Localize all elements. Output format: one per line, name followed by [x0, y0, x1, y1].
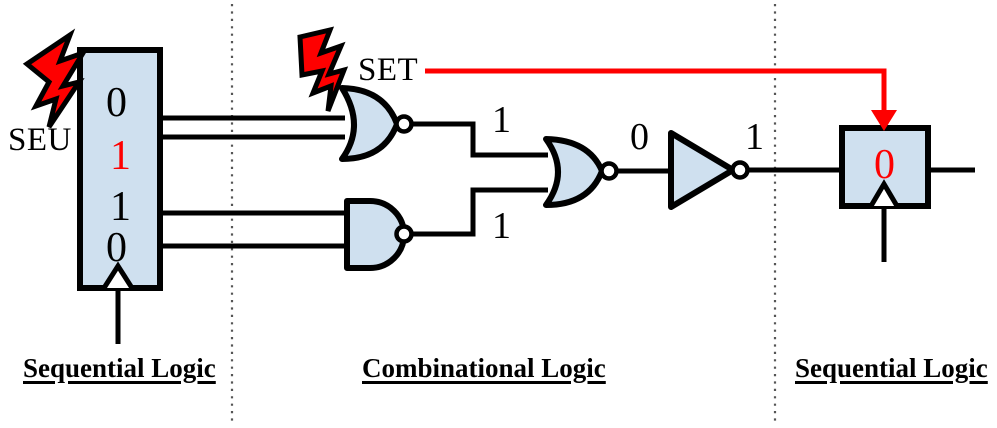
seu-lightning-bolt-icon — [22, 28, 89, 129]
inverter-gate — [668, 130, 736, 210]
nor-gate-top — [339, 85, 400, 162]
signal-value-nor-top-out: 1 — [492, 99, 511, 141]
nand-gate-bottom-bubble — [394, 224, 414, 244]
signal-value-nand-bottom-out: 1 — [492, 205, 511, 247]
signal-value-nor-mid-out: 0 — [630, 116, 649, 158]
source-register-bit-2: 1 — [110, 184, 131, 230]
set-lightning-bolt-icon — [297, 26, 349, 112]
set-label: SET — [358, 52, 419, 88]
seu-label: SEU — [8, 122, 72, 158]
nor-gate-middle — [543, 136, 605, 208]
wire-nor-top-out — [412, 121, 548, 158]
region-label-left: Sequential Logic — [23, 353, 216, 383]
nor-gate-top-bubble — [394, 114, 414, 134]
set-propagation-arrowhead — [871, 110, 897, 131]
source-register-bit-3: 0 — [106, 225, 127, 271]
source-register-bit-0: 0 — [106, 80, 127, 126]
region-label-middle: Combinational Logic — [362, 353, 606, 383]
source-register-box — [77, 47, 163, 291]
wire-nand-bottom-out — [412, 187, 548, 237]
signal-value-inverter-out: 1 — [745, 116, 764, 158]
destination-register-value: 0 — [874, 142, 895, 188]
inverter-bubble — [730, 160, 750, 180]
destination-register-clock-notch — [868, 179, 900, 208]
region-label-right: Sequential Logic — [795, 353, 988, 383]
source-register-bit-1: 1 — [110, 133, 131, 179]
set-propagation-wire — [425, 68, 887, 112]
source-register-clock-notch — [101, 261, 135, 290]
nor-gate-middle-bubble — [599, 161, 619, 181]
